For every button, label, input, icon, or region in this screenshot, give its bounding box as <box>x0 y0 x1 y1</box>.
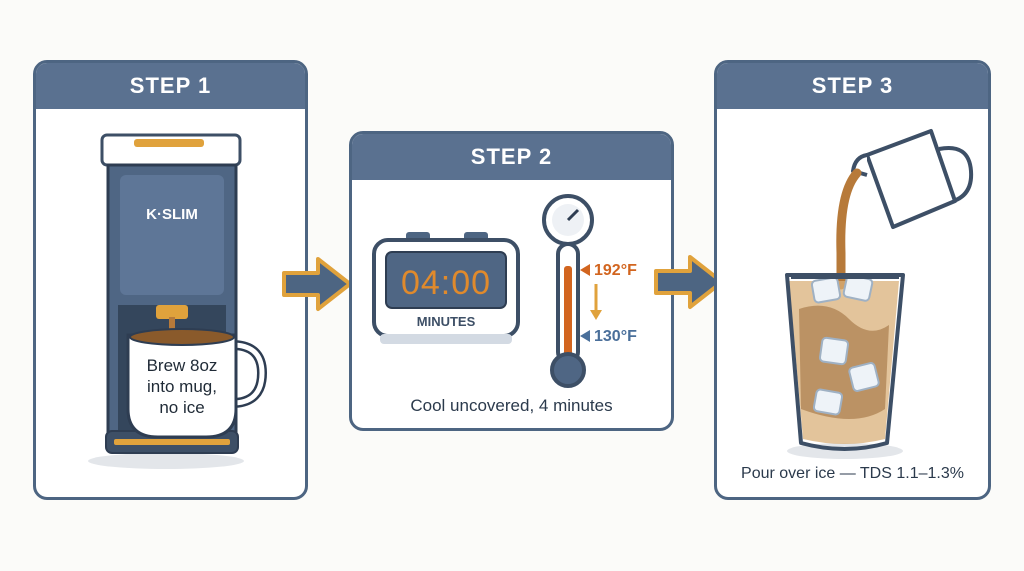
thermometer-icon: 192°F 130°F <box>542 194 637 388</box>
coffee-maker-icon: K·SLIM Brew 8oz into mug, no ice <box>88 133 268 469</box>
timer-label: MINUTES <box>417 314 476 329</box>
iced-glass-icon <box>785 273 905 459</box>
step-3-panel: STEP 3 Pour over ice — TDS 1.1–1.3% <box>714 60 991 500</box>
timer-display: 04:00 <box>401 264 491 302</box>
step-1-panel: STEP 1 K·SLIM Brew 8oz into mug, no ice <box>33 60 308 500</box>
step-1-caption-line-1: Brew 8oz <box>147 356 218 375</box>
arrow-right-icon <box>282 257 352 311</box>
pitcher-icon <box>851 129 974 229</box>
step-3-title: STEP 3 <box>717 63 988 109</box>
temp-low-label: 130°F <box>594 328 637 345</box>
temp-high-label: 192°F <box>594 262 637 279</box>
step-1-title: STEP 1 <box>36 63 305 109</box>
mug-icon: Brew 8oz into mug, no ice <box>126 328 268 439</box>
step-2-panel: STEP 2 04:00 MINUTES 192°F 130°F <box>349 131 674 431</box>
step-1-caption-line-3: no ice <box>159 398 204 417</box>
step-1-caption-line-2: into mug, <box>147 377 217 396</box>
step-2-title: STEP 2 <box>352 134 671 180</box>
brand-label: K·SLIM <box>146 206 198 223</box>
step-3-caption: Pour over ice — TDS 1.1–1.3% <box>741 465 964 482</box>
step-2-caption: Cool uncovered, 4 minutes <box>410 396 613 415</box>
timer-icon: 04:00 MINUTES <box>372 232 520 344</box>
arrow-right-icon <box>654 255 724 309</box>
